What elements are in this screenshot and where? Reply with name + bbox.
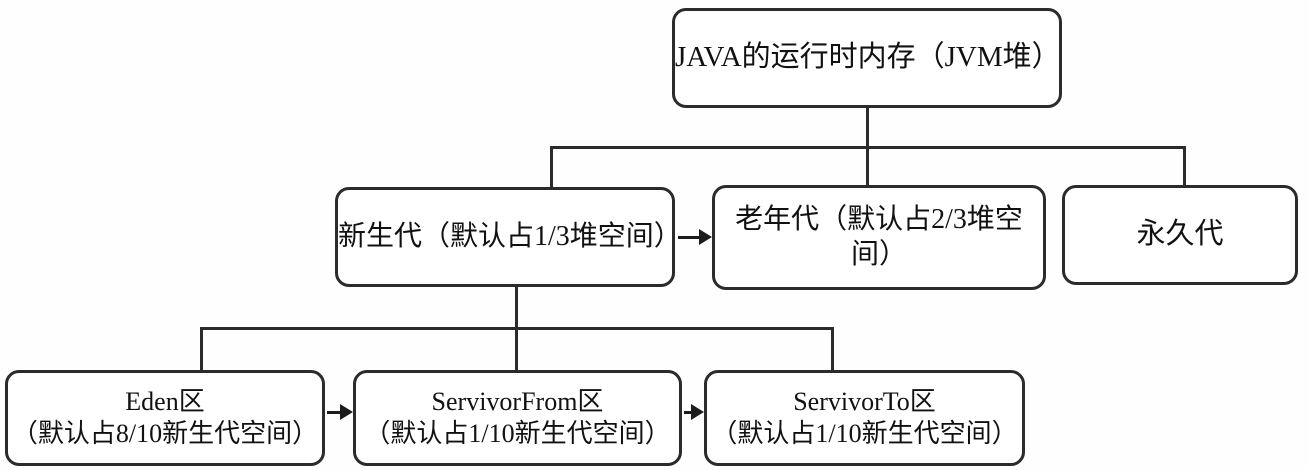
arrow-eden-to-survivorfrom-shaft bbox=[327, 411, 342, 414]
arrow-survivorfrom-to-survivorto-shaft bbox=[684, 411, 694, 414]
node-young-generation-label: 新生代（默认占1/3堆空间） bbox=[338, 220, 682, 252]
arrow-young-to-old-shaft bbox=[678, 236, 701, 239]
node-jvm-heap-root-label: JAVA的运行时内存（JVM堆） bbox=[675, 41, 1061, 74]
connector-drop-perm bbox=[1183, 146, 1186, 187]
node-eden-space-subtitle: （默认占8/10新生代空间） bbox=[11, 419, 319, 448]
node-old-generation-label: 老年代（默认占2/3堆空间） bbox=[735, 204, 1023, 270]
connector-root-down bbox=[866, 108, 869, 148]
node-survivor-from-title: ServivorFrom区 bbox=[431, 387, 604, 417]
node-survivor-from-subtitle: （默认占1/10新生代空间） bbox=[364, 419, 671, 448]
arrow-eden-to-survivorfrom-icon bbox=[340, 404, 353, 420]
connector-drop-young bbox=[550, 146, 553, 189]
node-young-generation: 新生代（默认占1/3堆空间） bbox=[335, 187, 682, 287]
node-eden-space: Eden区 （默认占8/10新生代空间） bbox=[5, 370, 325, 466]
connector-drop-old bbox=[866, 146, 869, 187]
node-survivor-to-subtitle: （默认占1/10新生代空间） bbox=[711, 419, 1018, 448]
node-permanent-generation: 永久代 bbox=[1062, 185, 1298, 285]
connector-young-down bbox=[515, 287, 518, 329]
node-jvm-heap-root: JAVA的运行时内存（JVM堆） bbox=[672, 8, 1062, 108]
connector-drop-eden bbox=[200, 327, 203, 372]
connector-drop-survivorto bbox=[831, 327, 834, 372]
node-survivor-to-space: ServivorTo区 （默认占1/10新生代空间） bbox=[704, 370, 1025, 466]
node-survivor-to-title: ServivorTo区 bbox=[793, 387, 936, 417]
node-eden-space-title: Eden区 bbox=[125, 387, 205, 417]
arrow-survivorfrom-to-survivorto-icon bbox=[691, 404, 704, 420]
node-old-generation: 老年代（默认占2/3堆空间） bbox=[712, 185, 1046, 290]
node-permanent-generation-label: 永久代 bbox=[1136, 218, 1224, 251]
arrow-young-to-old-icon bbox=[699, 229, 712, 245]
connector-drop-survivorfrom bbox=[515, 327, 518, 372]
node-survivor-from-space: ServivorFrom区 （默认占1/10新生代空间） bbox=[353, 370, 682, 466]
